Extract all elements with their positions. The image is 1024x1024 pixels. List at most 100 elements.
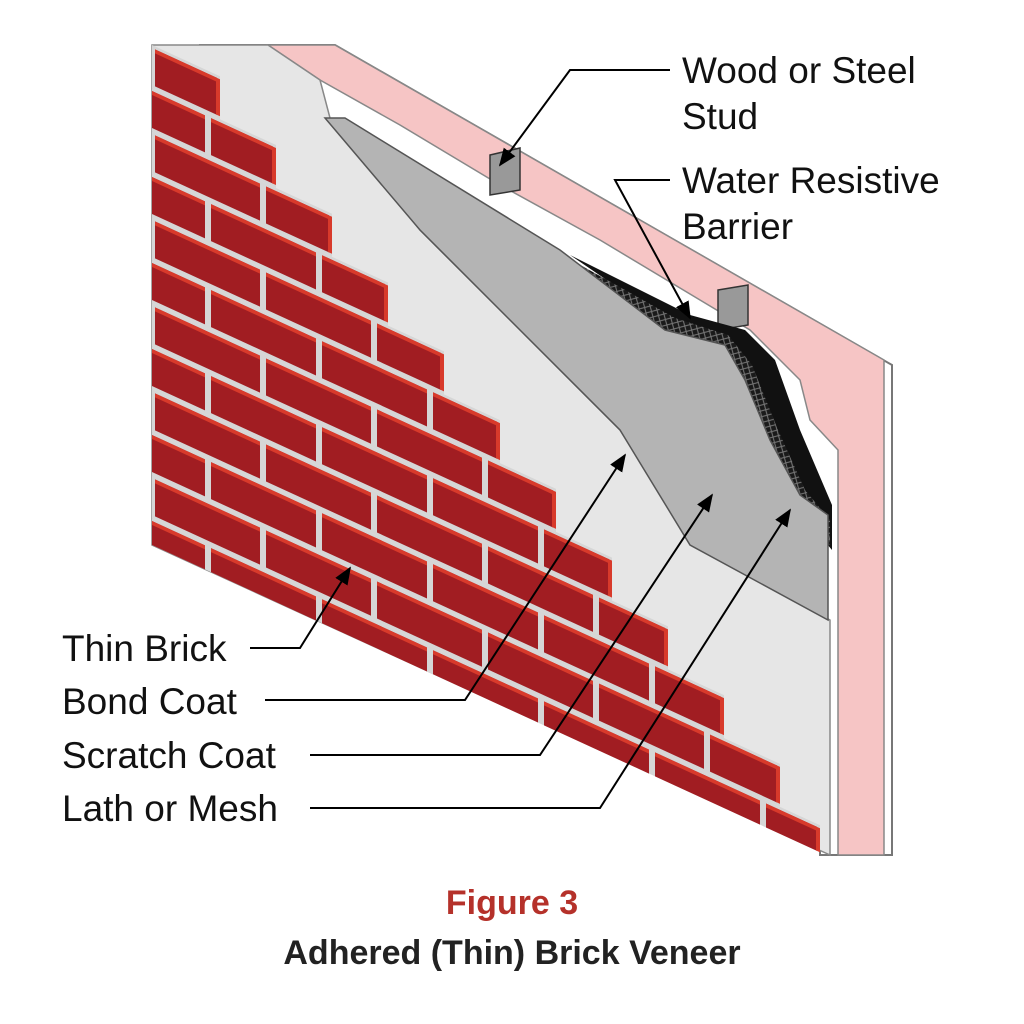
brick-top-face (544, 529, 609, 564)
brick (544, 701, 649, 774)
insulation (265, 44, 885, 856)
brick-end-face (272, 146, 276, 186)
brick-end-face (608, 558, 612, 598)
brick (155, 479, 260, 565)
brick (266, 358, 371, 444)
brick (322, 255, 385, 322)
brick (544, 615, 649, 701)
brick (655, 752, 760, 825)
brick (710, 734, 777, 803)
brick-top-face (155, 479, 260, 532)
label-stud-line1: Wood or Steel (682, 50, 916, 91)
brick-top-face (266, 444, 371, 497)
brick (544, 529, 609, 597)
brick-end-face (384, 283, 388, 323)
label-wrb-line1: Water Resistive (682, 160, 940, 201)
brick (488, 546, 593, 632)
leader-lines (250, 69, 791, 809)
brick (766, 803, 817, 851)
brick (377, 409, 482, 495)
brick-top-face (488, 632, 593, 685)
brick-top-face (152, 263, 205, 292)
brick-top-face (211, 118, 273, 151)
brick-end-face (496, 421, 500, 461)
brick-top-face (655, 752, 760, 805)
brick-top-face (266, 272, 371, 325)
brick (377, 323, 441, 390)
brick-end-face (440, 352, 444, 392)
brick (152, 349, 205, 411)
brick (433, 478, 538, 564)
brick-top-face (433, 564, 538, 617)
brick (322, 341, 427, 427)
brick (322, 427, 427, 513)
leader-lath (310, 508, 791, 809)
brick (433, 650, 538, 723)
brick-top-face (266, 358, 371, 411)
label-lath-or-mesh: Lath or Mesh (62, 788, 278, 829)
brick (488, 460, 553, 528)
brick (266, 186, 329, 253)
brick (266, 272, 371, 358)
brick-top-face (155, 49, 217, 82)
brick-top-face (322, 255, 385, 289)
brick-top-face (544, 615, 649, 668)
leader-wrb (613, 179, 691, 320)
brick-top-face (322, 341, 427, 394)
brick-top-face (655, 666, 721, 701)
brick (377, 581, 482, 667)
brick-top-face (152, 349, 205, 378)
brick (152, 177, 205, 239)
brick (266, 530, 371, 616)
brick-top-face (544, 701, 649, 754)
brick-top-face (211, 462, 316, 515)
stud (489, 147, 521, 196)
brick-end-face (552, 490, 556, 529)
brick (211, 118, 273, 184)
brick (322, 599, 427, 672)
leader-stud (498, 69, 670, 167)
brick-top-face (488, 546, 593, 599)
brick (211, 376, 316, 462)
brick-top-face (155, 307, 260, 360)
brick (433, 392, 497, 459)
brick-top-face (211, 548, 316, 601)
brick-end-face (216, 77, 220, 117)
brick (152, 91, 205, 153)
thin-brick-wall (152, 45, 820, 853)
label-scratch-coat: Scratch Coat (62, 735, 276, 776)
leader-scratch-coat (310, 493, 713, 756)
leader-bond-coat (265, 453, 626, 701)
brick-end-face (664, 627, 668, 667)
brick (155, 393, 260, 479)
brick-top-face (377, 495, 482, 548)
brick (211, 204, 316, 290)
brick (377, 495, 482, 581)
label-stud-line2: Stud (682, 96, 759, 137)
brick-top-face (152, 435, 205, 464)
label-thin-brick: Thin Brick (62, 628, 227, 669)
brick-top-face (766, 803, 817, 831)
brick-top-face (155, 221, 260, 274)
brick-top-face (433, 478, 538, 531)
brick-top-face (322, 427, 427, 480)
brick-top-face (152, 91, 205, 120)
brick-top-face (710, 734, 777, 770)
stud-2 (717, 284, 749, 331)
brick (266, 444, 371, 530)
brick-end-face (720, 696, 724, 736)
brick-top-face (155, 135, 260, 188)
brick-top-face (155, 393, 260, 446)
brick-top-face (377, 409, 482, 462)
brick-top-face (433, 650, 538, 703)
brick-top-face (377, 581, 482, 634)
brick-top-face (152, 521, 205, 550)
leader-thin-brick (250, 566, 351, 649)
brick (211, 462, 316, 548)
brick (152, 521, 205, 570)
brick-top-face (211, 376, 316, 429)
brick (152, 263, 205, 325)
brick (211, 548, 316, 621)
brick-top-face (599, 683, 704, 736)
